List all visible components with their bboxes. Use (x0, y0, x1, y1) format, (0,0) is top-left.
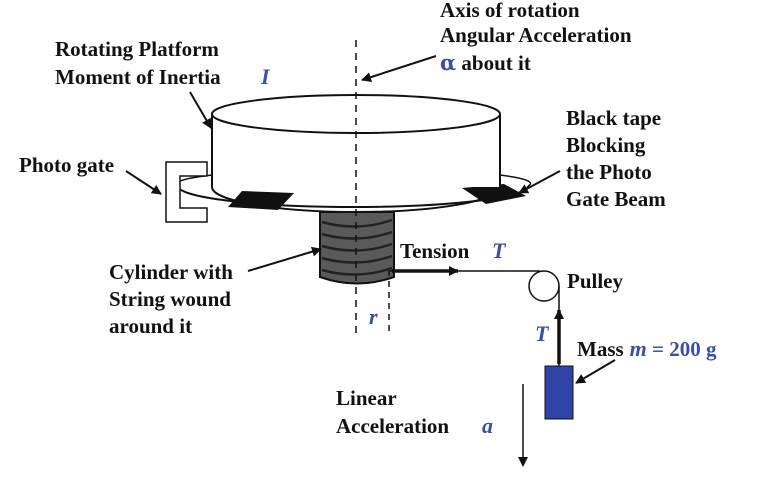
pulley-label: Pulley (567, 269, 623, 293)
platform-pointer (189, 91, 212, 129)
linear-acceleration-symbol: a (482, 413, 493, 438)
cylinder-label-line1: Cylinder with (109, 260, 233, 284)
axis-label-line2: Angular Acceleration (440, 23, 632, 47)
pulley (528, 270, 560, 302)
platform-label-line1: Rotating Platform (55, 37, 219, 61)
cylinder-pointer (247, 246, 322, 272)
linear-label-line1: Linear (336, 386, 397, 410)
cylinder-label-line2: String wound (109, 287, 231, 311)
tape-label-line2: Blocking (566, 133, 646, 157)
axis-pointer (361, 55, 437, 82)
vertical-tension-symbol: T (535, 321, 550, 346)
tape-label-line3: the Photo (566, 160, 652, 184)
axis-label-about: about it (456, 51, 531, 75)
rotating-platform (211, 94, 501, 213)
mass-word: Mass (577, 337, 624, 361)
tape-pointer (518, 170, 561, 194)
tape-label-line4: Gate Beam (566, 187, 666, 211)
mass-value: = 200 g (647, 337, 717, 361)
mass-symbol: m (630, 336, 647, 361)
axis-label-line3: α about it (440, 50, 531, 75)
mass-pointer (575, 359, 616, 384)
black-tape-left (228, 191, 294, 210)
tension-label: Tension (400, 239, 470, 263)
radius-symbol: r (369, 304, 378, 329)
alpha-symbol: α (440, 50, 456, 75)
axis-label-line1: Axis of rotation (440, 0, 580, 22)
cylinder-label-line3: around it (109, 314, 192, 338)
platform-label-line2: Moment of Inertia (55, 65, 221, 89)
tape-label-line1: Black tape (566, 106, 661, 130)
photo-gate (165, 161, 208, 223)
photo-gate-label: Photo gate (19, 153, 114, 177)
photogate-pointer (125, 170, 162, 195)
mass-block (544, 365, 574, 420)
wound-cylinder (319, 211, 395, 285)
moment-of-inertia-symbol: I (260, 64, 271, 89)
linear-label-line2: Acceleration (336, 414, 449, 438)
tension-symbol: T (492, 238, 507, 263)
